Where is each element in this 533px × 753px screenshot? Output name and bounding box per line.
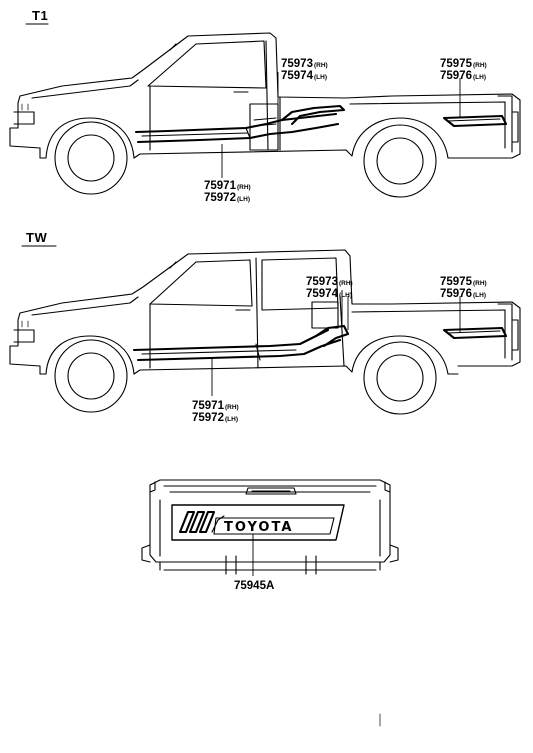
part-label-75975-tw: 75975(RH) bbox=[440, 276, 487, 288]
part-side: (RH) bbox=[225, 404, 239, 411]
svg-text:75973(RH): 75973(RH) bbox=[281, 58, 328, 70]
tw-section: TW bbox=[9, 230, 521, 424]
svg-text:75976(LH): 75976(LH) bbox=[440, 70, 486, 82]
part-label-75972-t1: 75972(LH) bbox=[204, 192, 250, 204]
part-label-75972-tw: 75972(LH) bbox=[192, 412, 238, 424]
part-number: 75975 bbox=[440, 276, 473, 288]
svg-text:75975(RH): 75975(RH) bbox=[440, 276, 487, 288]
svg-text:75973(RH): 75973(RH) bbox=[306, 276, 353, 288]
part-number: 75972 bbox=[204, 192, 236, 204]
part-side: (RH) bbox=[314, 62, 328, 69]
part-side: (LH) bbox=[339, 292, 352, 299]
part-number: 75976 bbox=[440, 288, 472, 300]
svg-text:75971(RH): 75971(RH) bbox=[192, 400, 239, 412]
part-number: 75974 bbox=[281, 70, 314, 82]
part-side: (LH) bbox=[314, 74, 327, 81]
section-label-tw: TW bbox=[26, 230, 47, 245]
part-label-75976-tw: 75976(LH) bbox=[440, 288, 486, 300]
part-number: 75973 bbox=[306, 276, 338, 288]
part-number: 75971 bbox=[192, 400, 225, 412]
tailgate-part-number: 75945A bbox=[234, 580, 274, 592]
part-label-75976-t1: 75976(LH) bbox=[440, 70, 486, 82]
part-number: 75971 bbox=[204, 180, 237, 192]
part-number: 75976 bbox=[440, 70, 472, 82]
part-label-75974-tw: 75974(LH) bbox=[306, 288, 352, 300]
svg-text:75972(LH): 75972(LH) bbox=[192, 412, 238, 424]
tailgate-drawing bbox=[141, 479, 399, 575]
t1-truck-drawing bbox=[9, 32, 521, 198]
svg-text:75971(RH): 75971(RH) bbox=[204, 180, 251, 192]
part-number: 75973 bbox=[281, 58, 313, 70]
part-label-75971-t1: 75971(RH) bbox=[204, 180, 251, 192]
svg-text:75972(LH): 75972(LH) bbox=[204, 192, 250, 204]
part-number: 75975 bbox=[440, 58, 473, 70]
t1-section: T1 bbox=[9, 8, 521, 204]
svg-text:75975(RH): 75975(RH) bbox=[440, 58, 487, 70]
tailgate-section: TOYOTA 75945A bbox=[141, 479, 399, 592]
part-side: (LH) bbox=[237, 196, 250, 203]
part-side: (RH) bbox=[339, 280, 353, 287]
part-side: (LH) bbox=[225, 416, 238, 423]
tailgate-brand-text: TOYOTA bbox=[224, 520, 293, 535]
part-side: (RH) bbox=[237, 184, 251, 191]
part-label-75973-t1: 75973(RH) bbox=[281, 58, 328, 70]
part-number: 75972 bbox=[192, 412, 224, 424]
part-label-75975-t1: 75975(RH) bbox=[440, 58, 487, 70]
part-label-75974-t1: 75974(LH) bbox=[281, 70, 327, 82]
part-side: (LH) bbox=[473, 74, 486, 81]
part-side: (RH) bbox=[473, 62, 487, 69]
part-label-75973-tw: 75973(RH) bbox=[306, 276, 353, 288]
svg-text:75974(LH): 75974(LH) bbox=[281, 70, 327, 82]
part-number: 75974 bbox=[306, 288, 339, 300]
tw-truck-drawing bbox=[9, 249, 521, 415]
section-label-t1: T1 bbox=[32, 8, 48, 23]
svg-text:75976(LH): 75976(LH) bbox=[440, 288, 486, 300]
part-label-75971-tw: 75971(RH) bbox=[192, 400, 239, 412]
part-side: (RH) bbox=[473, 280, 487, 287]
part-side: (LH) bbox=[473, 292, 486, 299]
svg-text:75974(LH): 75974(LH) bbox=[306, 288, 352, 300]
